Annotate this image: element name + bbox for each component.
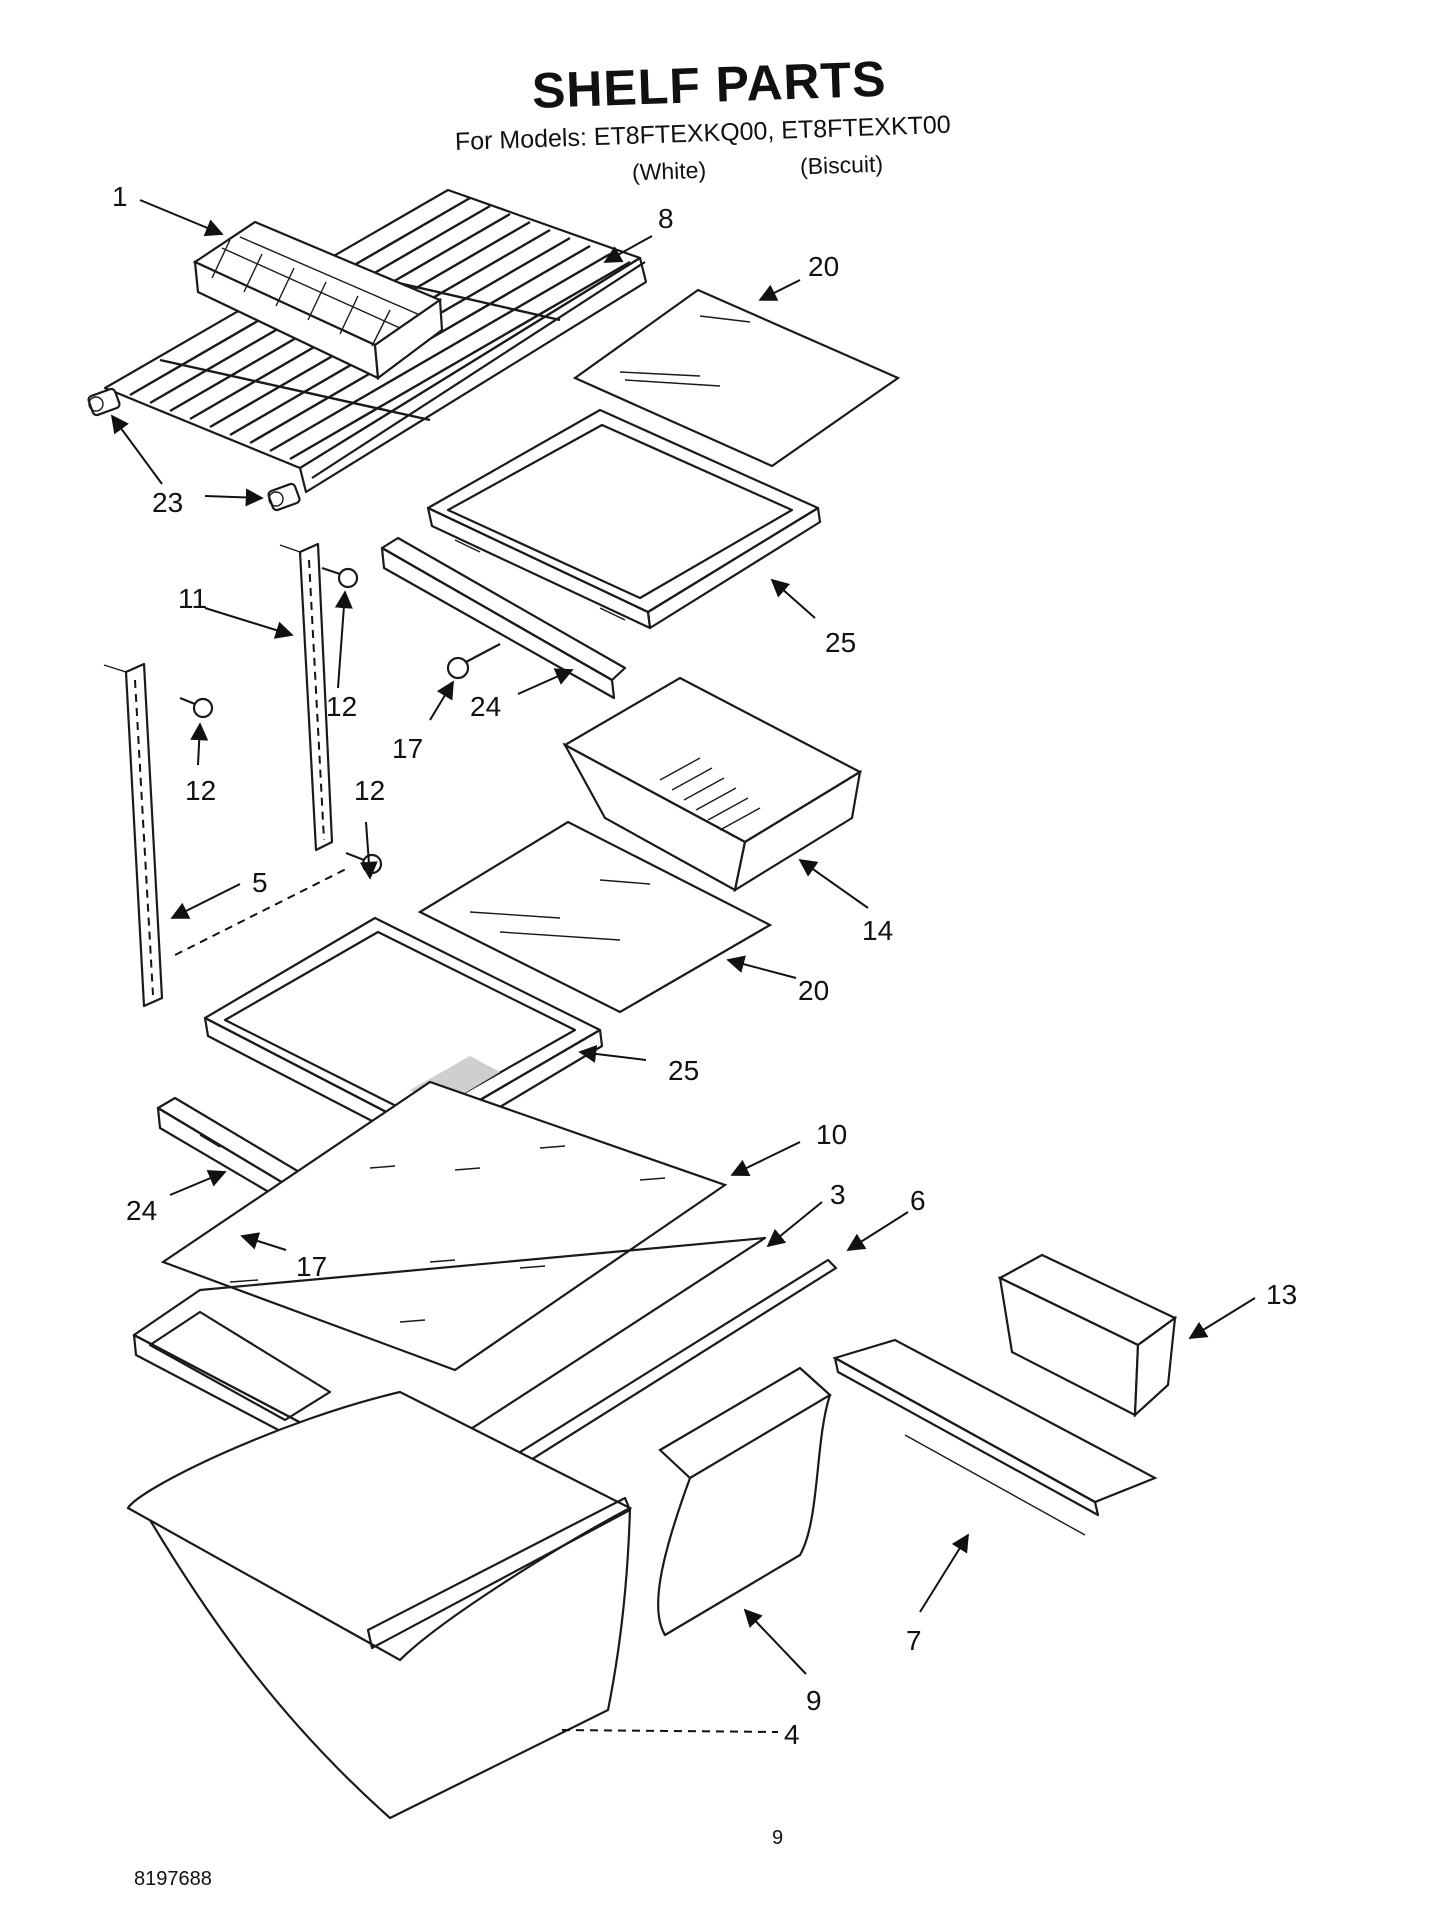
deli-drawer xyxy=(562,676,863,893)
callout-12-left: 12 xyxy=(185,775,216,806)
callout-12-lower: 12 xyxy=(354,775,385,806)
callout-5: 5 xyxy=(252,867,268,898)
callout-11: 11 xyxy=(178,583,207,614)
callout-3: 3 xyxy=(830,1179,846,1210)
callout-24-lower: 24 xyxy=(126,1195,157,1226)
callout-1: 1 xyxy=(112,181,128,212)
callout-25-lower: 25 xyxy=(668,1055,699,1086)
shelf-stud-left xyxy=(87,387,121,417)
crisper-drawer-left xyxy=(126,1390,633,1820)
callout-23: 23 xyxy=(152,487,183,518)
shelf-ladder-right xyxy=(279,542,334,852)
callout-4: 4 xyxy=(784,1719,800,1750)
dairy-bin xyxy=(997,1253,1178,1418)
document-number: 8197688 xyxy=(134,1868,212,1890)
callout-14: 14 xyxy=(862,915,893,946)
callout-10: 10 xyxy=(816,1119,847,1150)
callout-25-upper: 25 xyxy=(825,627,856,658)
callout-7: 7 xyxy=(906,1625,922,1656)
callout-24-upper: 24 xyxy=(470,691,501,722)
callout-9: 9 xyxy=(806,1685,822,1716)
callout-12-top: 12 xyxy=(326,691,357,722)
callout-13: 13 xyxy=(1266,1279,1297,1310)
ladder-screw-lower xyxy=(345,851,383,875)
shelf-stud-right xyxy=(267,482,301,512)
shelf-ladder-left xyxy=(103,662,164,1008)
shelf-frame-upper xyxy=(426,408,822,630)
ice-cube-tray xyxy=(192,220,444,381)
callout-17-upper: 17 xyxy=(392,733,423,764)
page-number: 9 xyxy=(772,1827,784,1849)
callout-6: 6 xyxy=(910,1185,926,1216)
glass-shelf-insert-upper xyxy=(572,288,901,468)
callout-8: 8 xyxy=(658,203,674,234)
ladder-screw-left xyxy=(179,696,214,719)
crisper-cover-glass xyxy=(160,1080,728,1372)
shelf-support-bracket-upper xyxy=(380,536,627,700)
crisper-drawer-right xyxy=(657,1366,832,1637)
screw-upper xyxy=(446,643,501,680)
callout-17-lower: 17 xyxy=(296,1251,327,1282)
glass-shelf-insert-lower xyxy=(417,820,773,1014)
crisper-rail xyxy=(832,1338,1158,1536)
callout-20: 20 xyxy=(808,251,839,282)
ladder-screw-top xyxy=(321,566,359,589)
callout-20-lower: 20 xyxy=(798,975,829,1006)
